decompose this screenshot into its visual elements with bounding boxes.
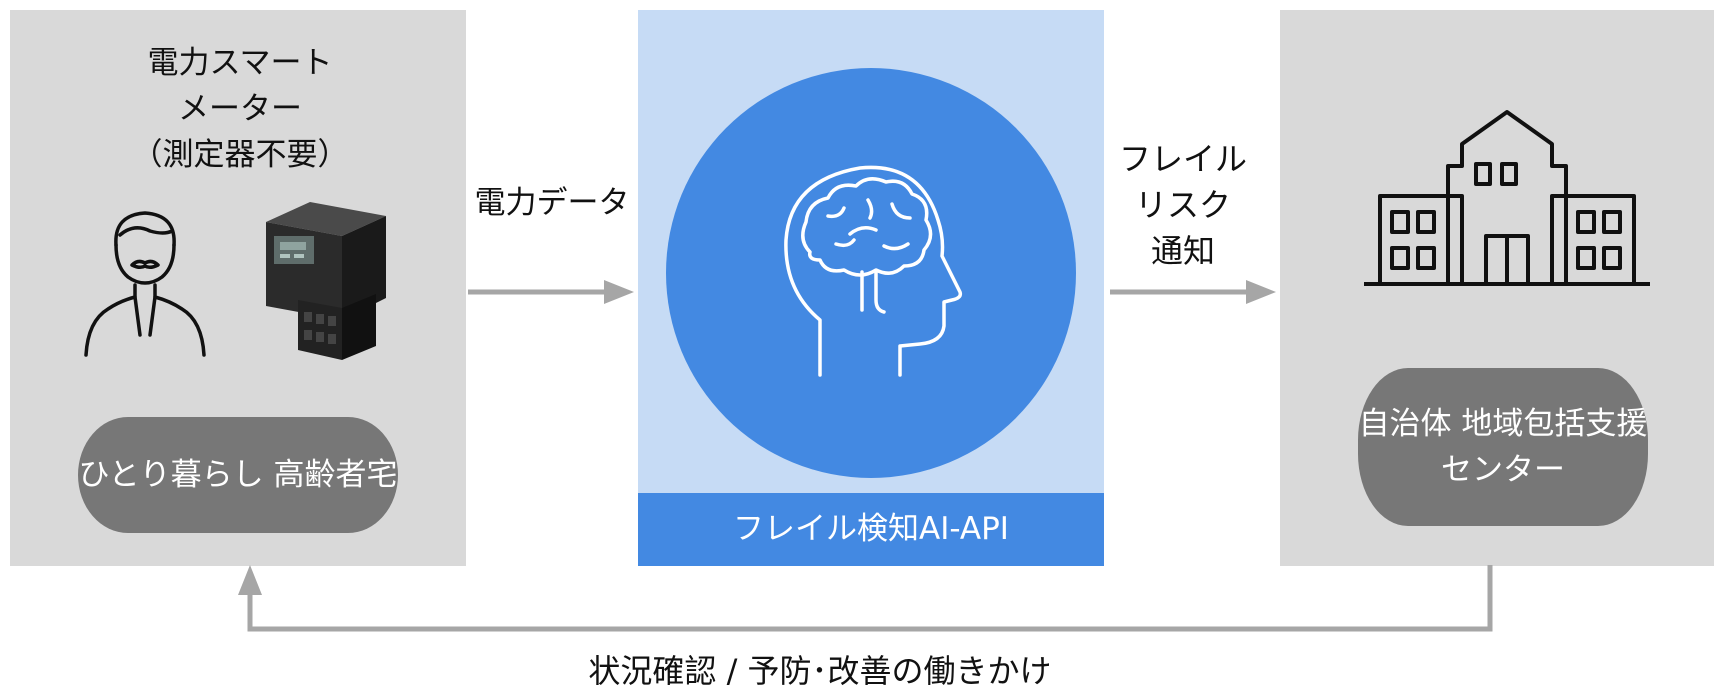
smart-meter-title-line-3: （測定器不要） <box>131 137 349 173</box>
smart-meter-title-line-1: 電力スマート <box>147 45 333 81</box>
ai-api-label: フレイル検知AI-API <box>733 511 1009 547</box>
frail-notify-line-1: フレイル <box>1118 140 1247 178</box>
household-line-1: ひとり暮らし <box>78 457 264 493</box>
power-data-arrow <box>468 280 634 304</box>
power-data-label: 電力データ <box>474 185 630 221</box>
feedback-arrow <box>238 565 1493 632</box>
frail-notify-line-2: リスク <box>1134 186 1231 224</box>
brain-head-icon <box>784 165 963 377</box>
ai-api-bar: フレイル検知AI-API <box>638 493 1104 566</box>
building-icon <box>1364 110 1650 286</box>
frail-notify-label: フレイル リスク 通知 <box>1098 136 1268 274</box>
smart-meter-icon <box>266 202 386 360</box>
frail-notify-arrow <box>1110 280 1276 304</box>
center-line-2: 地域包括支援 <box>1461 406 1648 442</box>
smart-meter-title-line-2: メーター <box>178 91 302 127</box>
household-line-2: 高齢者宅 <box>273 457 398 493</box>
center-line-1: 自治体 <box>1358 406 1452 442</box>
feedback-label: 状況確認 / 予防･改善の働きかけ <box>588 652 1052 690</box>
center-line-3: センター <box>1441 452 1565 488</box>
smart-meter-title: 電力スマート メーター （測定器不要） <box>90 40 390 178</box>
household-label-pill: ひとり暮らし 高齢者宅 <box>78 417 398 533</box>
center-label-pill: 自治体 地域包括支援 センター <box>1358 368 1648 526</box>
frail-notify-line-3: 通知 <box>1150 232 1215 270</box>
person-icon <box>84 211 206 357</box>
